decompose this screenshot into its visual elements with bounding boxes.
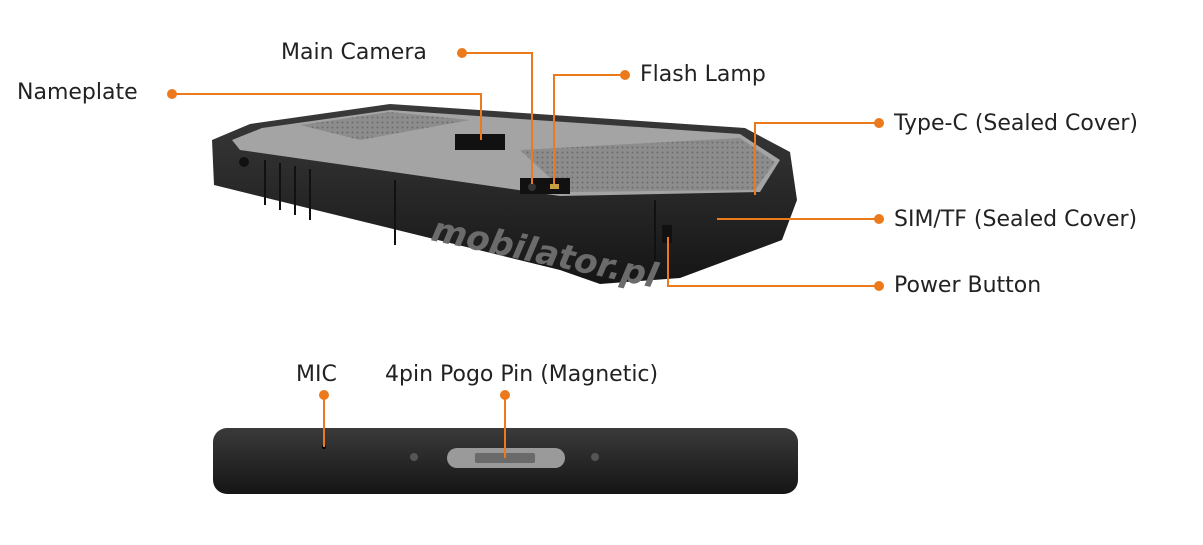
label-pogo-pin: 4pin Pogo Pin (Magnetic) [385,362,659,387]
leader-lines [172,52,879,458]
label-type-c: Type-C (Sealed Cover) [894,111,1138,136]
power-button [662,225,672,243]
label-power-button: Power Button [894,273,1042,298]
label-sim-tf: SIM/TF (Sealed Cover) [894,207,1138,232]
nameplate [455,134,505,150]
callout-dots [167,48,884,400]
label-main-camera: Main Camera [281,40,427,65]
camera-lens [528,183,536,191]
label-flash-lamp: Flash Lamp [640,62,766,87]
tablet-back-view: mobilator.pl [212,104,797,297]
label-nameplate: Nameplate [17,80,138,105]
flash-lamp [550,184,559,189]
label-mic: MIC [296,362,337,387]
